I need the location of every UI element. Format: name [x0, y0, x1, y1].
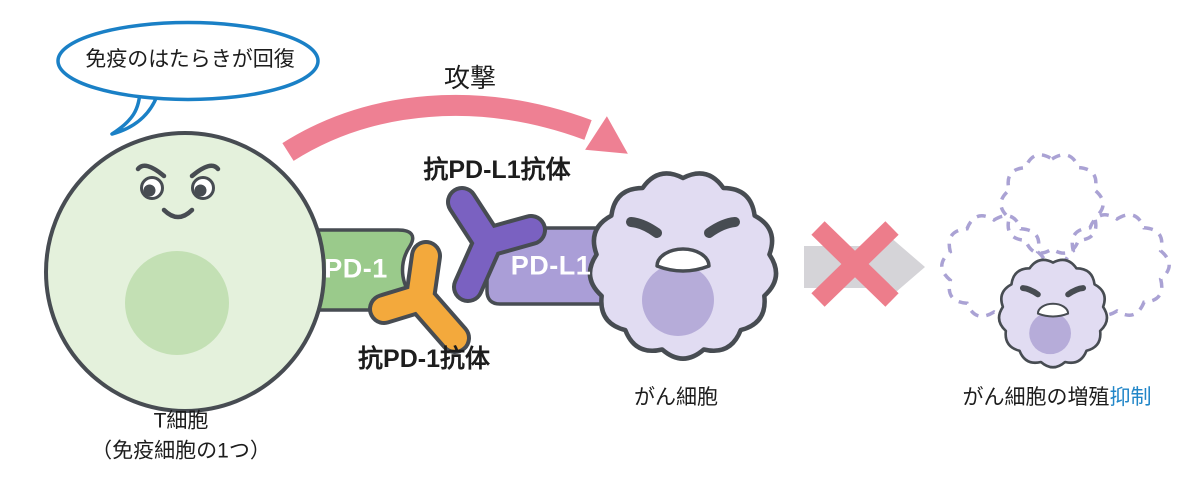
speech-bubble	[56, 20, 320, 136]
t-cell-graphic	[44, 131, 326, 413]
suppression-label: がん細胞の増殖抑制	[963, 383, 1152, 413]
t-cell-label-line1: T細胞	[153, 409, 209, 433]
cancer-cell-label: がん細胞	[634, 385, 718, 409]
t-cell-smile	[161, 207, 195, 220]
anti-pd1-antibody-label: 抗PD-1抗体	[358, 344, 490, 373]
small-cancer-cell-graphic	[999, 260, 1107, 367]
attack-label: 攻撃	[443, 63, 497, 94]
pd1-receptor-label: PD-1	[324, 253, 388, 284]
suppression-label-black: がん細胞の増殖	[962, 385, 1110, 409]
anti-pdl1-antibody-icon	[446, 186, 547, 303]
pdl1-ligand-label: PD-L1	[510, 250, 592, 281]
ghost-cell-right	[1063, 213, 1171, 317]
blocked-arrow	[804, 221, 925, 307]
t-cell-right-pupil	[194, 184, 207, 197]
speech-bubble-body	[56, 20, 320, 102]
attack-arrow-head	[585, 116, 628, 154]
t-cell-left-pupil	[143, 184, 156, 197]
cancer-cell-graphic	[590, 173, 776, 358]
t-cell-right-eyebrow	[189, 163, 221, 179]
cross-icon	[811, 221, 899, 307]
attack-arrow-shaft	[282, 95, 592, 161]
ghost-cell-left	[940, 214, 1048, 318]
speech-bubble-text: 免疫のはたらきが回復	[85, 47, 295, 71]
suppression-label-blue: 抑制	[1109, 385, 1152, 409]
attack-arrow	[282, 95, 628, 161]
t-cell-nucleus	[125, 251, 229, 355]
ghost-cell-top	[999, 153, 1105, 255]
t-cell-face	[135, 163, 221, 220]
anti-pdl1-antibody-label: 抗PD-L1抗体	[423, 155, 571, 184]
t-cell-left-eyebrow	[135, 163, 167, 179]
anti-pd1-antibody-icon	[368, 240, 471, 354]
t-cell-label: T細胞 （免疫細胞の1つ）	[91, 407, 271, 468]
speech-bubble-tail	[110, 86, 161, 136]
ghost-cancer-cells	[940, 153, 1171, 318]
t-cell-label-line2: （免疫細胞の1つ）	[91, 440, 271, 463]
